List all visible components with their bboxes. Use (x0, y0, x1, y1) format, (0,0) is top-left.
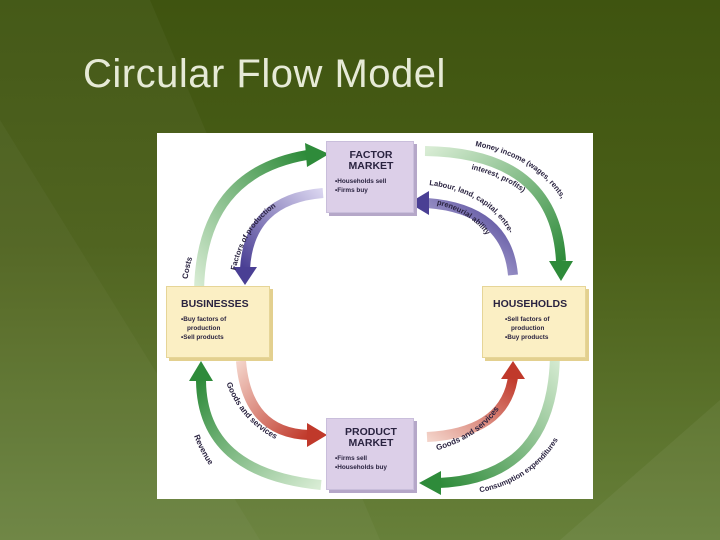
arrow-costs (194, 143, 329, 292)
flow-arrows: Costs Factors of production Money income… (181, 139, 573, 495)
factor-market-title-line2: MARKET (348, 160, 394, 172)
businesses-list: Buy factors of production Sell products (181, 315, 263, 342)
households-list: Sell factors of production Buy products (493, 315, 581, 342)
arrow-money-income (424, 146, 573, 281)
product-market-item: Households buy (335, 463, 407, 472)
businesses-title: BUSINESSES (181, 298, 249, 310)
product-market-list: Firms sell Households buy (335, 454, 407, 472)
label-consumption-expenditures: Consumption expenditures (479, 436, 560, 494)
businesses-item: production (187, 325, 221, 332)
households-item: production (511, 325, 545, 332)
households-item: Buy products (505, 333, 581, 342)
factor-market-item: Households sell (335, 177, 407, 186)
product-market-title-line2: MARKET (348, 437, 394, 449)
households-box: HOUSEHOLDS Sell factors of production Bu… (482, 286, 586, 358)
factor-market-box: FACTOR MARKET Households sell Firms buy (326, 141, 414, 213)
label-costs: Costs (181, 255, 195, 279)
businesses-item: Sell products (181, 333, 263, 342)
product-market-box: PRODUCT MARKET Firms sell Households buy (326, 418, 414, 490)
factor-market-item: Firms buy (335, 186, 407, 195)
arrow-factors-of-production (233, 188, 324, 285)
arrow-revenue (189, 361, 322, 490)
arrow-consumption (419, 350, 560, 495)
businesses-item: Buy factors of (181, 315, 263, 324)
arrow-goods-services-left (236, 360, 327, 447)
product-market-title-line1: PRODUCT (345, 426, 397, 438)
slide-title: Circular Flow Model (83, 52, 446, 96)
arrow-goods-services-right (426, 361, 525, 442)
circular-flow-diagram: Costs Factors of production Money income… (157, 133, 593, 499)
businesses-box: BUSINESSES Buy factors of production Sel… (166, 286, 270, 358)
households-title: HOUSEHOLDS (493, 298, 568, 310)
households-item: Sell factors of (505, 315, 581, 324)
factor-market-title-line1: FACTOR (349, 149, 393, 161)
arrow-labour (409, 191, 518, 276)
product-market-item: Firms sell (335, 454, 407, 463)
factor-market-list: Households sell Firms buy (335, 177, 407, 195)
